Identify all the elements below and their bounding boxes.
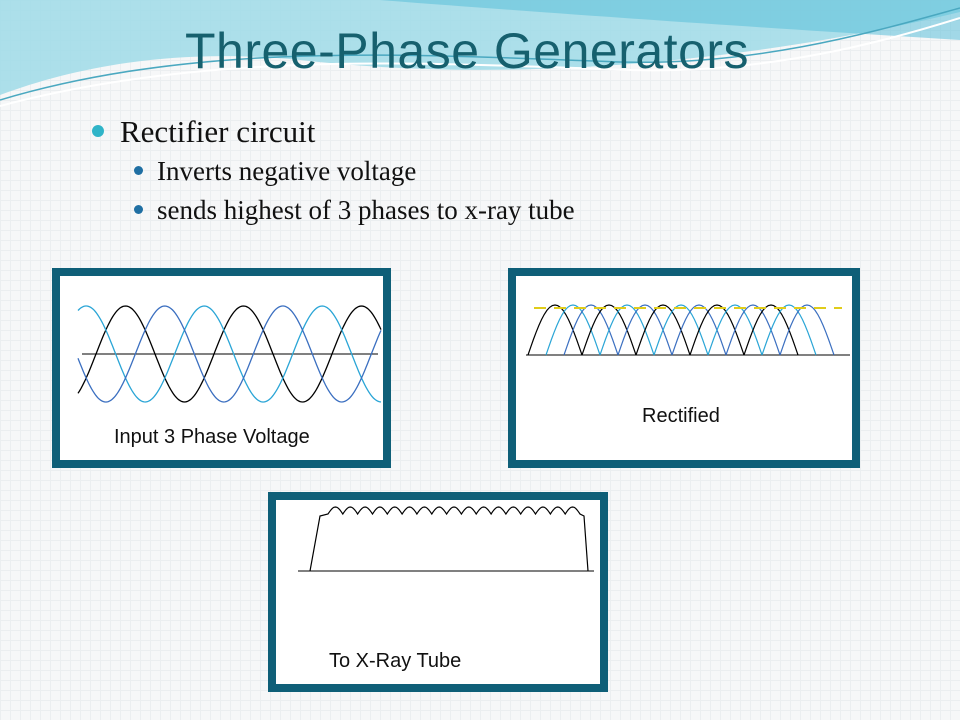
input-waveform-diagram <box>77 305 382 403</box>
phase-wave-1 <box>77 305 382 403</box>
decorative-swoosh <box>0 0 960 107</box>
rectified-hump-15 <box>779 304 835 356</box>
panel-xray-tube: To X-Ray Tube <box>268 492 608 692</box>
bullet-list: Rectifier circuit Inverts negative volta… <box>92 112 575 230</box>
phase-wave-2 <box>77 305 382 403</box>
slide-title: Three-Phase Generators <box>184 23 750 79</box>
phase-wave-3 <box>77 305 382 403</box>
panel-input-voltage: Input 3 Phase Voltage <box>52 268 391 468</box>
caption-input-voltage: Input 3 Phase Voltage <box>114 426 310 448</box>
caption-xray-tube: To X-Ray Tube <box>329 650 462 672</box>
sub-bullet-highest-phase: sends highest of 3 phases to x-ray tube <box>92 191 575 230</box>
panel-rectified: Rectified <box>508 268 860 468</box>
tube-voltage-wave <box>309 506 589 572</box>
bullet-rectifier-circuit: Rectifier circuit <box>92 112 575 152</box>
rectified-waveform-diagram <box>526 304 850 356</box>
caption-rectified: Rectified <box>642 405 720 427</box>
tube-waveform-diagram <box>298 506 594 572</box>
sub-bullet-inverts-negative: Inverts negative voltage <box>92 152 575 191</box>
rectified-hump-14 <box>761 304 817 356</box>
